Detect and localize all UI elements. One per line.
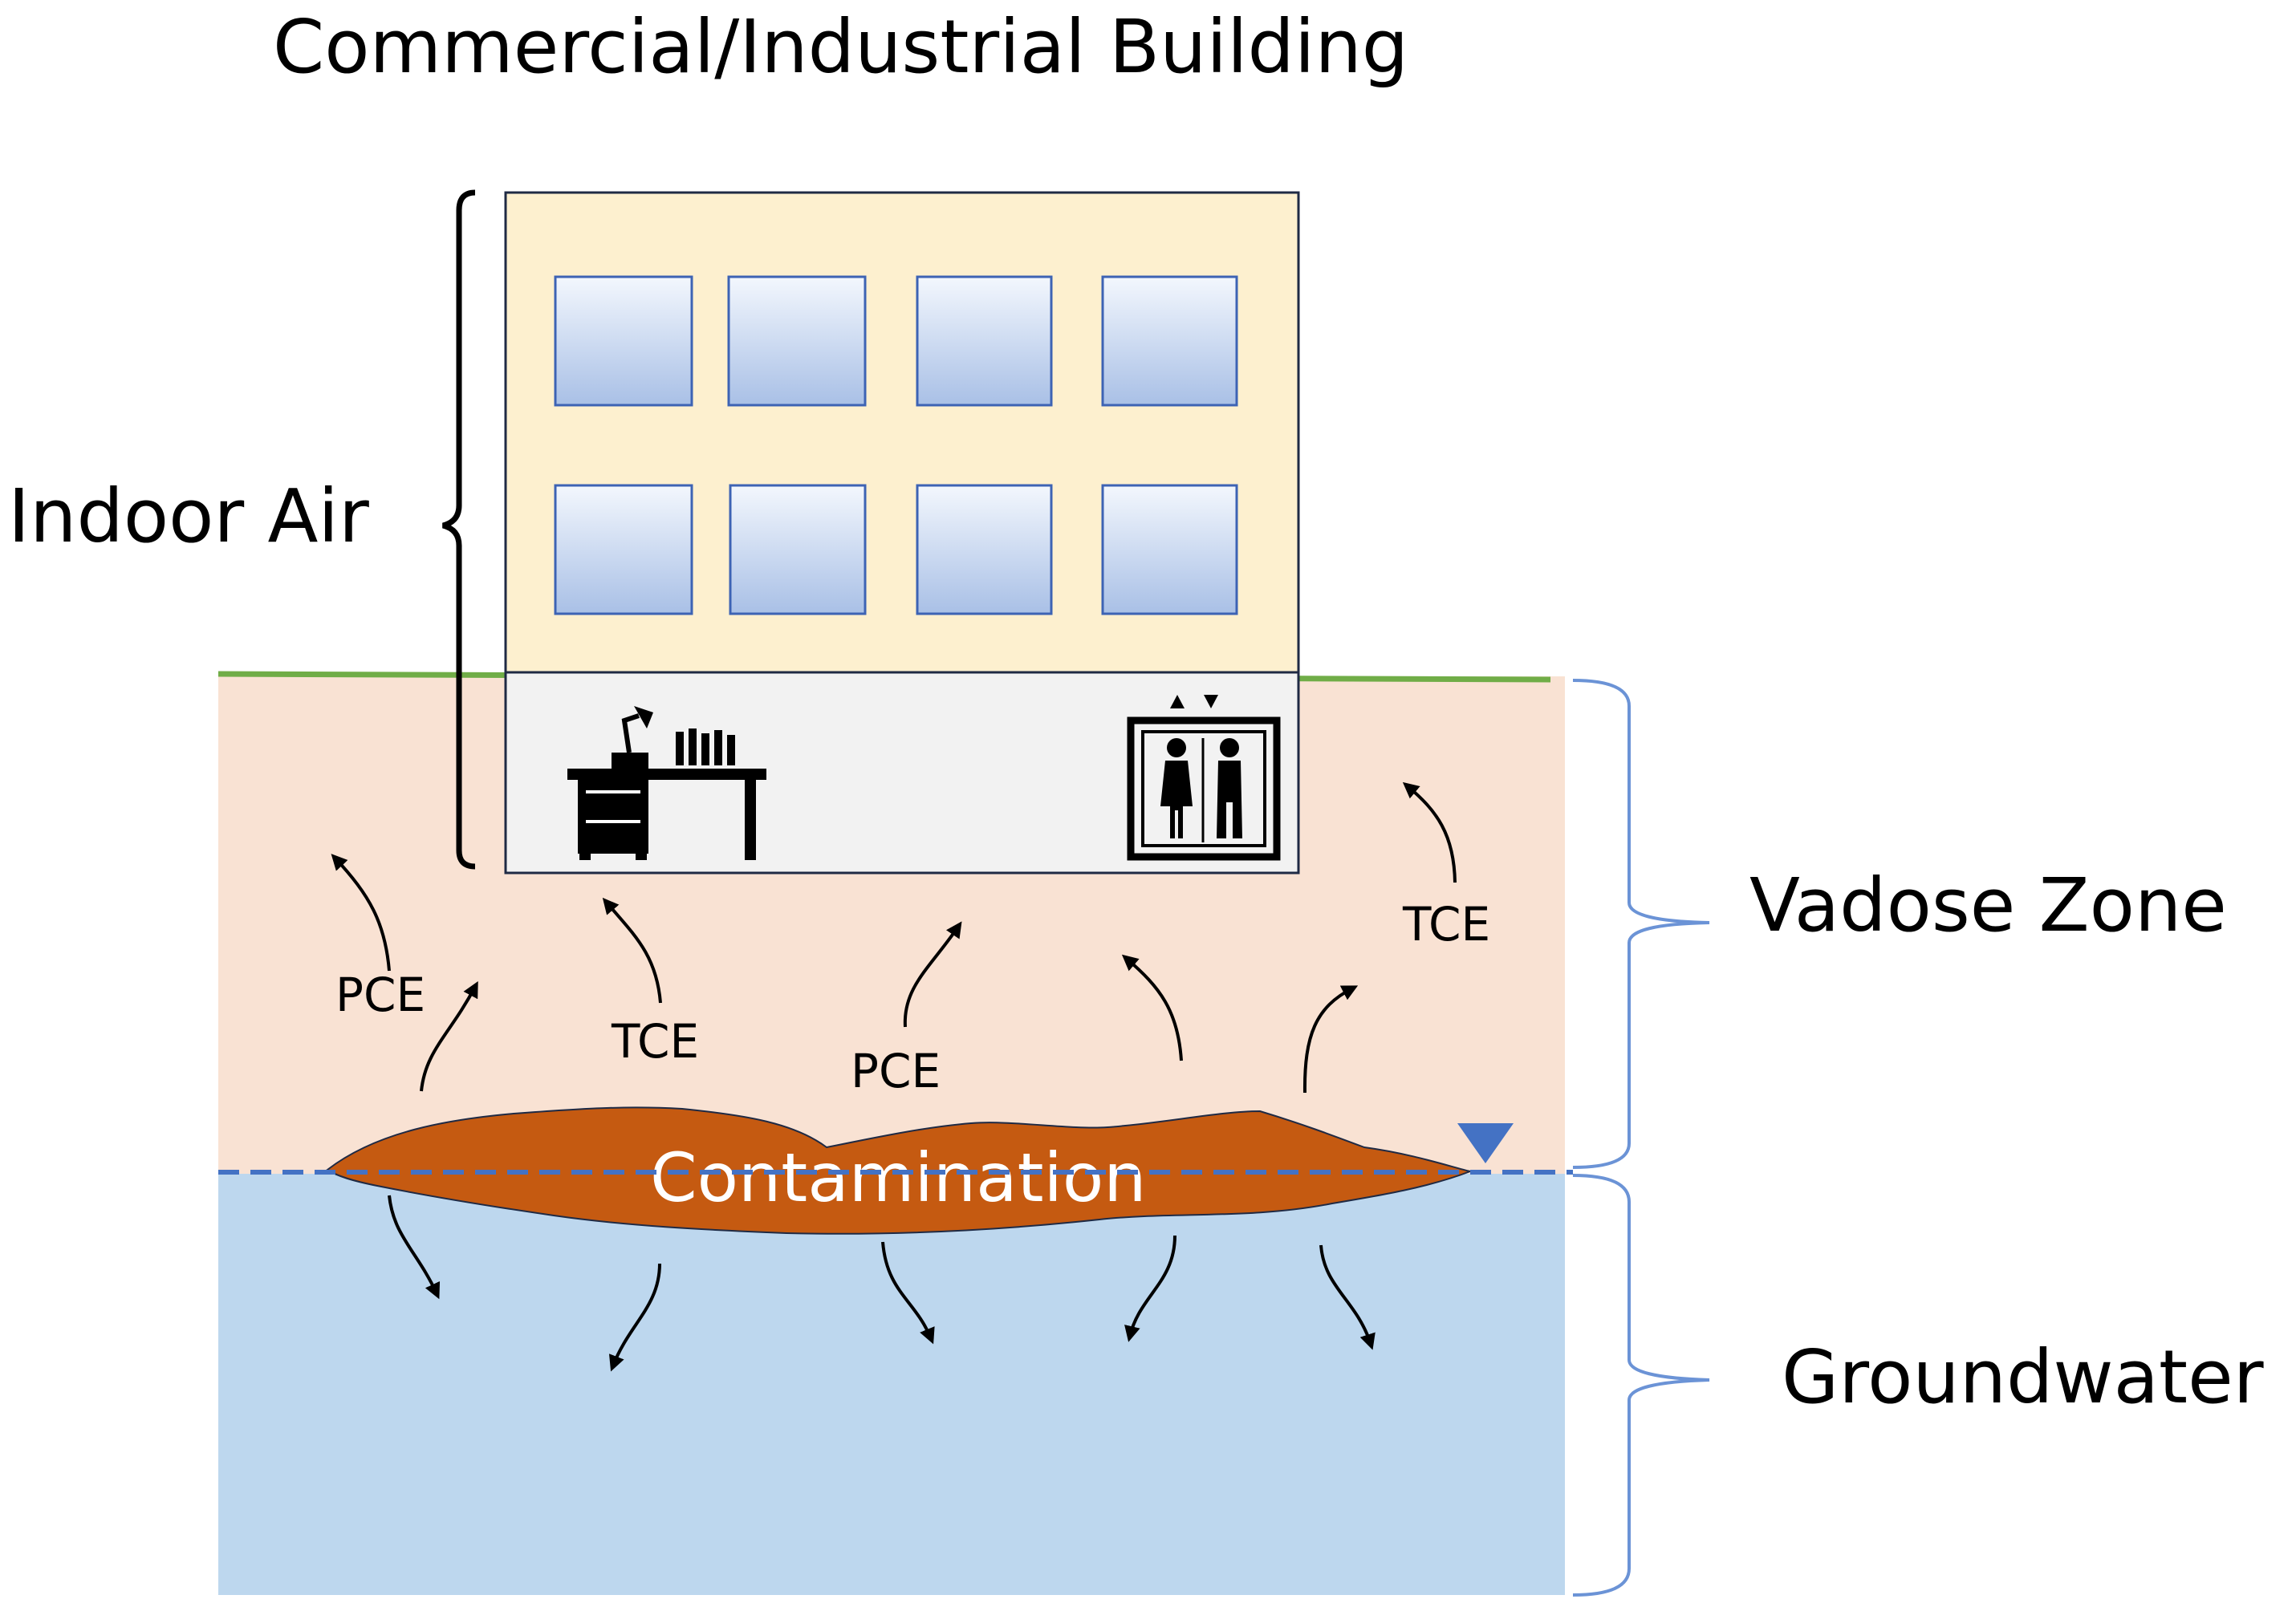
- groundwater-label: Groundwater: [1782, 1334, 2264, 1420]
- vapor-label-pce: PCE: [851, 1044, 941, 1098]
- building: [504, 191, 1300, 875]
- vadose-zone-label: Vadose Zone: [1749, 862, 2227, 948]
- window: [554, 275, 693, 407]
- window: [727, 275, 867, 407]
- vapor-arrow: [1402, 781, 1457, 883]
- desk-lamp-icon: [567, 706, 766, 860]
- window: [1101, 275, 1238, 407]
- indoor-air-brace: [441, 189, 476, 870]
- groundwater-arrow: [608, 1263, 661, 1372]
- vapor-label-pce: PCE: [335, 968, 425, 1022]
- vapor-arrow: [1302, 985, 1359, 1094]
- window: [729, 484, 867, 615]
- vapor-label-tce: TCE: [611, 1014, 699, 1069]
- vapor-arrow: [420, 980, 478, 1092]
- window: [916, 275, 1053, 407]
- water-table-triangle-icon: [1457, 1123, 1514, 1163]
- vapor-arrow: [602, 897, 662, 1004]
- contamination-label: Contamination: [650, 1138, 1146, 1217]
- groundwater-arrow: [1319, 1244, 1376, 1350]
- vapor-arrow: [1121, 954, 1183, 1061]
- groundwater-brace: [1572, 1174, 1710, 1597]
- groundwater-arrow: [1124, 1235, 1176, 1342]
- groundwater-arrow: [881, 1241, 935, 1345]
- diagram-title: Commercial/Industrial Building: [273, 4, 1408, 90]
- vapor-label-tce: TCE: [1402, 897, 1490, 952]
- window: [1101, 484, 1238, 615]
- groundwater-layer: [218, 1174, 1565, 1595]
- groundwater-arrow: [388, 1195, 441, 1300]
- window: [554, 484, 693, 615]
- vapor-arrow: [331, 854, 391, 972]
- vapor-arrow: [903, 921, 962, 1028]
- vadose-zone-brace: [1572, 679, 1710, 1169]
- elevator-icon: [1127, 695, 1281, 861]
- indoor-air-label: Indoor Air: [8, 473, 369, 559]
- window: [916, 484, 1053, 615]
